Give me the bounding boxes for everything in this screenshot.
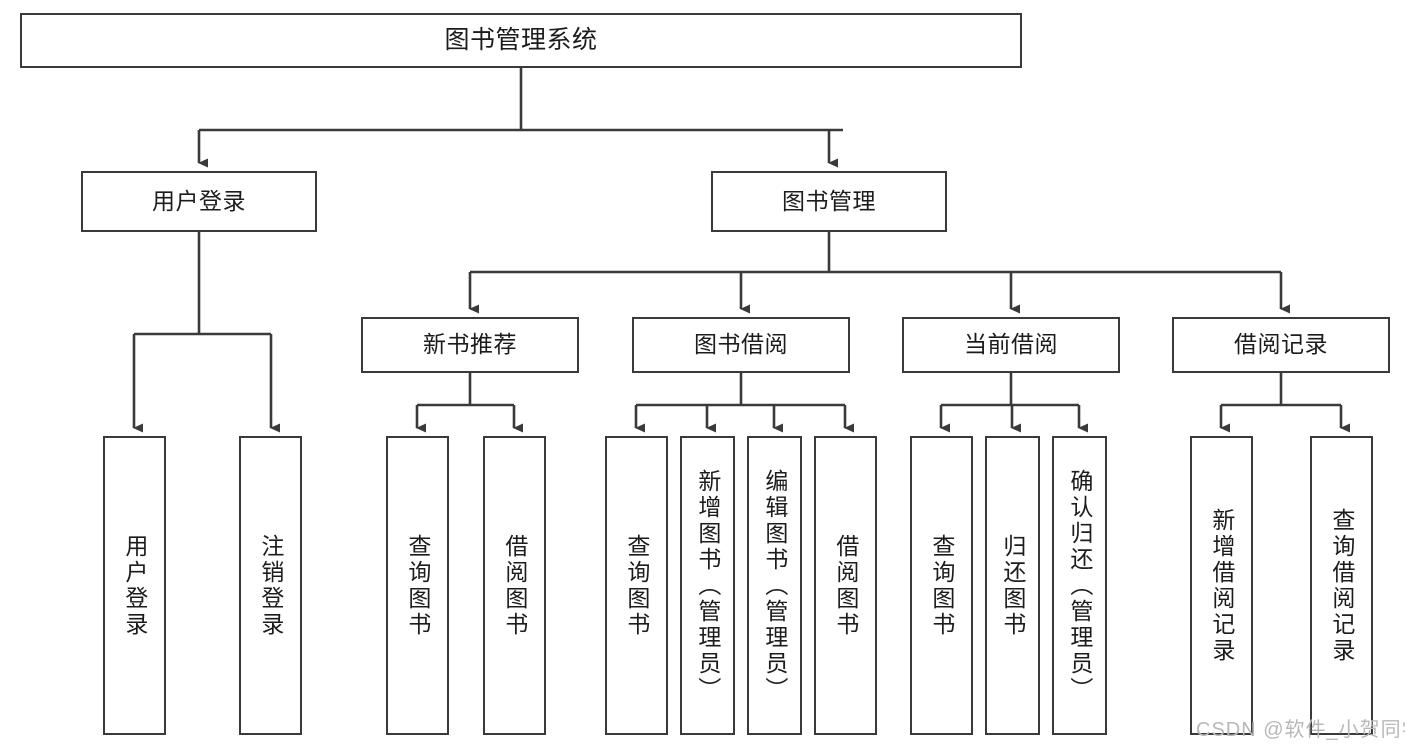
node-label: 查询图书 (404, 533, 431, 638)
node-label: 当前借阅 (964, 331, 1058, 358)
node-leaf-confirm-return[interactable]: 确认归还（管理员） (1052, 436, 1107, 735)
node-leaf-add-book[interactable]: 新增图书（管理员） (680, 436, 735, 735)
node-label: 查询图书 (928, 533, 955, 638)
node-label: 新增借阅记录 (1208, 507, 1235, 664)
node-label: 查询借阅记录 (1328, 507, 1355, 664)
node-label: 图书管理系统 (444, 25, 598, 54)
node-leaf-borrow-book-2[interactable]: 借阅图书 (814, 436, 877, 735)
node-label: 用户登录 (121, 533, 148, 638)
csdn-watermark: CSDN @软件_小贺同学 (1196, 719, 1405, 741)
node-label: 图书管理 (782, 187, 876, 214)
node-label: 归还图书 (999, 533, 1026, 638)
node-leaf-logout[interactable]: 注销登录 (239, 436, 302, 735)
node-leaf-query-book-1[interactable]: 查询图书 (386, 436, 449, 735)
node-label: 图书借阅 (694, 331, 788, 358)
node-label: 借阅图书 (501, 533, 528, 638)
node-leaf-query-book-3[interactable]: 查询图书 (910, 436, 973, 735)
node-current-borrow[interactable]: 当前借阅 (902, 317, 1120, 373)
node-leaf-return-book[interactable]: 归还图书 (985, 436, 1040, 735)
node-new-book-recommend[interactable]: 新书推荐 (361, 317, 579, 373)
node-label: 确认归还（管理员） (1066, 468, 1093, 703)
node-book-borrow[interactable]: 图书借阅 (632, 317, 850, 373)
node-book-management-system[interactable]: 图书管理系统 (20, 13, 1022, 68)
node-leaf-add-record[interactable]: 新增借阅记录 (1190, 436, 1253, 735)
node-leaf-user-login[interactable]: 用户登录 (103, 436, 166, 735)
node-label: 用户登录 (152, 187, 246, 214)
node-label: 编辑图书（管理员） (761, 468, 788, 703)
node-user-login[interactable]: 用户登录 (81, 171, 317, 232)
node-leaf-borrow-book-1[interactable]: 借阅图书 (483, 436, 546, 735)
node-label: 新增图书（管理员） (694, 468, 721, 703)
node-label: 查询图书 (623, 533, 650, 638)
node-book-manage[interactable]: 图书管理 (711, 171, 947, 232)
node-label: 借阅图书 (832, 533, 859, 638)
node-leaf-query-record[interactable]: 查询借阅记录 (1310, 436, 1373, 735)
node-label: 新书推荐 (423, 331, 517, 358)
node-label: 借阅记录 (1234, 331, 1328, 358)
node-label: 注销登录 (257, 533, 284, 638)
node-borrow-record[interactable]: 借阅记录 (1172, 317, 1390, 373)
node-leaf-edit-book[interactable]: 编辑图书（管理员） (747, 436, 802, 735)
node-leaf-query-book-2[interactable]: 查询图书 (605, 436, 668, 735)
